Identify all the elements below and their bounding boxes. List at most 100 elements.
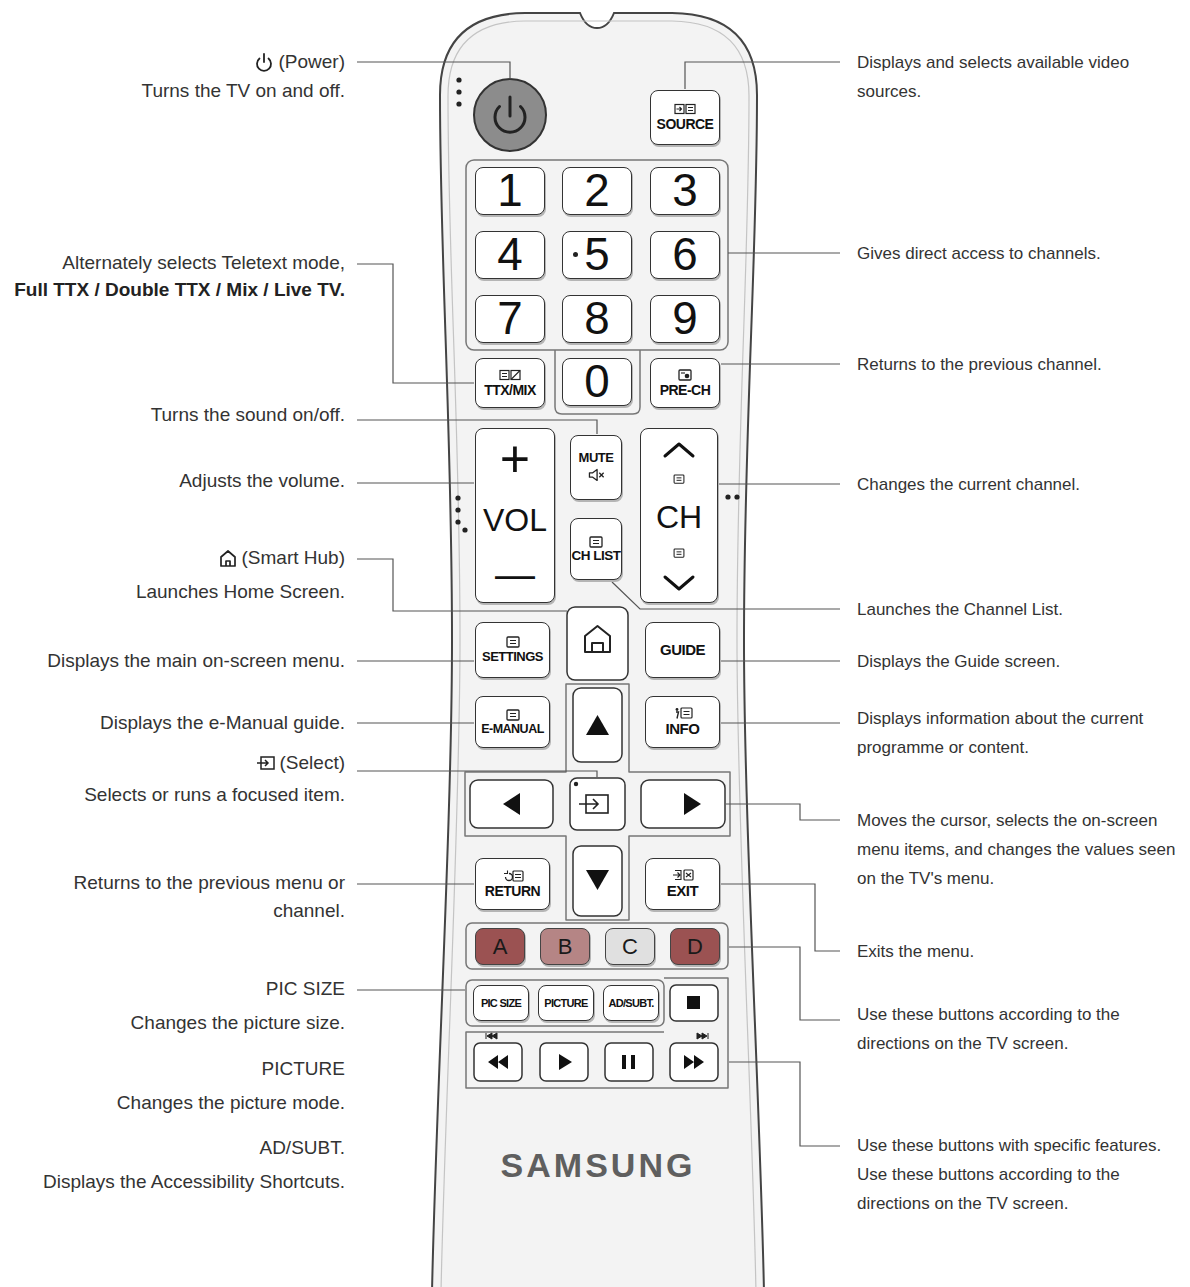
button-number: 2 xyxy=(584,168,609,214)
number-button: 4 xyxy=(475,231,545,279)
remote-button: SOURCE xyxy=(650,90,720,145)
button-panel-outline xyxy=(466,160,728,350)
callout-text: Alternately selects Teletext mode, xyxy=(62,249,345,277)
braille-dots xyxy=(725,494,730,499)
remote-body: SAMSUNGSOURCE123456789TTX/MIX0PRE-CHMUTE… xyxy=(433,8,763,1287)
media-buttons xyxy=(670,1043,718,1081)
button-text: SOURCE xyxy=(657,117,714,132)
media-buttons xyxy=(486,1033,497,1039)
braille-dots xyxy=(455,495,460,500)
button-icon xyxy=(683,712,689,715)
button-name: (Select) xyxy=(256,749,345,777)
callout-text: Exits the menu. xyxy=(857,942,974,961)
media-buttons xyxy=(670,985,718,1021)
button-panel-outline xyxy=(466,980,664,1026)
callout-text: Use these buttons with specific features… xyxy=(857,1136,1161,1213)
remote-housing xyxy=(432,13,764,1287)
volume-text: VOL xyxy=(483,504,547,536)
button-icon xyxy=(585,536,607,549)
button-text: PRE-CH xyxy=(660,383,711,398)
button-icon xyxy=(670,474,688,485)
color-letter: B xyxy=(558,936,573,958)
callout-text: Displays the Guide screen. xyxy=(857,652,1060,671)
leader-line xyxy=(721,722,840,723)
button-symbol xyxy=(264,54,266,62)
callout-text: PIC SIZE xyxy=(266,975,345,1003)
remote-button: E-MANUAL xyxy=(475,696,550,748)
number-button: 1 xyxy=(475,167,545,215)
remote-button: MUTE xyxy=(570,435,622,500)
media-buttons xyxy=(474,1043,522,1081)
braille-dots xyxy=(455,507,460,512)
button-number: 4 xyxy=(497,232,522,278)
button-text: GUIDE xyxy=(660,642,705,659)
callout-text: Displays the e-Manual guide. xyxy=(100,709,345,737)
power-button xyxy=(474,79,546,151)
callout-text: (Select) xyxy=(280,749,345,777)
button-icon xyxy=(677,107,682,111)
button-icon xyxy=(672,869,694,882)
volume-rocker: +VOL— xyxy=(475,428,555,603)
button-number: 7 xyxy=(497,296,522,342)
leader-line xyxy=(726,804,840,820)
callout-text: Displays and selects available video sou… xyxy=(857,53,1129,101)
braille-dots xyxy=(456,101,461,106)
callout-text: Gives direct access to channels. xyxy=(857,239,1185,268)
remote-button: EXIT xyxy=(645,858,720,910)
remote-housing xyxy=(432,13,764,1287)
callout-text: Full TTX / Double TTX / Mix / Live TV. xyxy=(14,276,345,304)
button-icon xyxy=(672,707,694,720)
channel-text: CH xyxy=(656,501,702,533)
leader-line xyxy=(357,771,597,777)
callout-text: (Smart Hub) xyxy=(242,544,345,572)
arrow-buttons xyxy=(573,688,622,762)
button-text: INFO xyxy=(666,721,700,738)
button-number: 8 xyxy=(584,296,609,342)
arrow-buttons xyxy=(470,780,553,828)
callout-text: Displays the Accessibility Shortcuts. xyxy=(43,1168,345,1196)
button-panel-outline xyxy=(466,978,728,1088)
leader-line xyxy=(357,883,474,884)
select-button xyxy=(574,782,578,786)
select-button xyxy=(579,799,598,809)
color-button: D xyxy=(670,928,720,965)
button-panel-outline xyxy=(465,160,730,1088)
leader-line xyxy=(357,722,474,723)
volume-text: + xyxy=(500,433,530,485)
button-icon xyxy=(681,708,692,718)
callout-text: Changes the picture size. xyxy=(131,1012,345,1033)
callout-text: Changes the picture mode. xyxy=(117,1089,345,1117)
button-icon xyxy=(511,370,520,379)
callout-text: Displays the main on-screen menu. xyxy=(47,650,345,671)
button-icon xyxy=(685,373,690,378)
remote-button: RETURN xyxy=(475,858,550,910)
arrow-buttons xyxy=(586,870,609,890)
braille-dots xyxy=(456,89,461,94)
callout-text: Displays the Guide screen. xyxy=(857,647,1185,676)
media-buttons xyxy=(559,1054,572,1070)
button-text: E-MANUAL xyxy=(481,723,544,737)
leader-line xyxy=(357,62,510,79)
callout-text: Displays information about the current p… xyxy=(857,709,1143,757)
color-letter: A xyxy=(493,936,508,958)
button-icon xyxy=(500,370,509,379)
callout-text: Returns to the previous menu or channel. xyxy=(50,869,345,925)
braille-dots xyxy=(734,494,739,499)
callout-text: Turns the sound on/off. xyxy=(151,404,345,425)
arrow-buttons xyxy=(586,715,609,735)
remote-button: CH LIST xyxy=(570,518,622,580)
media-buttons xyxy=(474,985,718,1081)
color-button: C xyxy=(605,928,655,965)
callout-text: Adjusts the volume. xyxy=(179,467,345,495)
button-icon xyxy=(681,372,685,373)
leader-line xyxy=(685,62,840,89)
callout-text: Displays the e-Manual guide. xyxy=(100,712,345,733)
callout-text: Displays and selects available video sou… xyxy=(857,48,1185,106)
callout-text: Turns the TV on and off. xyxy=(142,77,346,105)
color-letter: D xyxy=(687,936,703,958)
callout-text: Selects or runs a focused item. xyxy=(84,784,345,805)
arrow-buttons xyxy=(503,793,520,815)
tactile-dot xyxy=(573,252,578,257)
color-button: A xyxy=(475,928,525,965)
